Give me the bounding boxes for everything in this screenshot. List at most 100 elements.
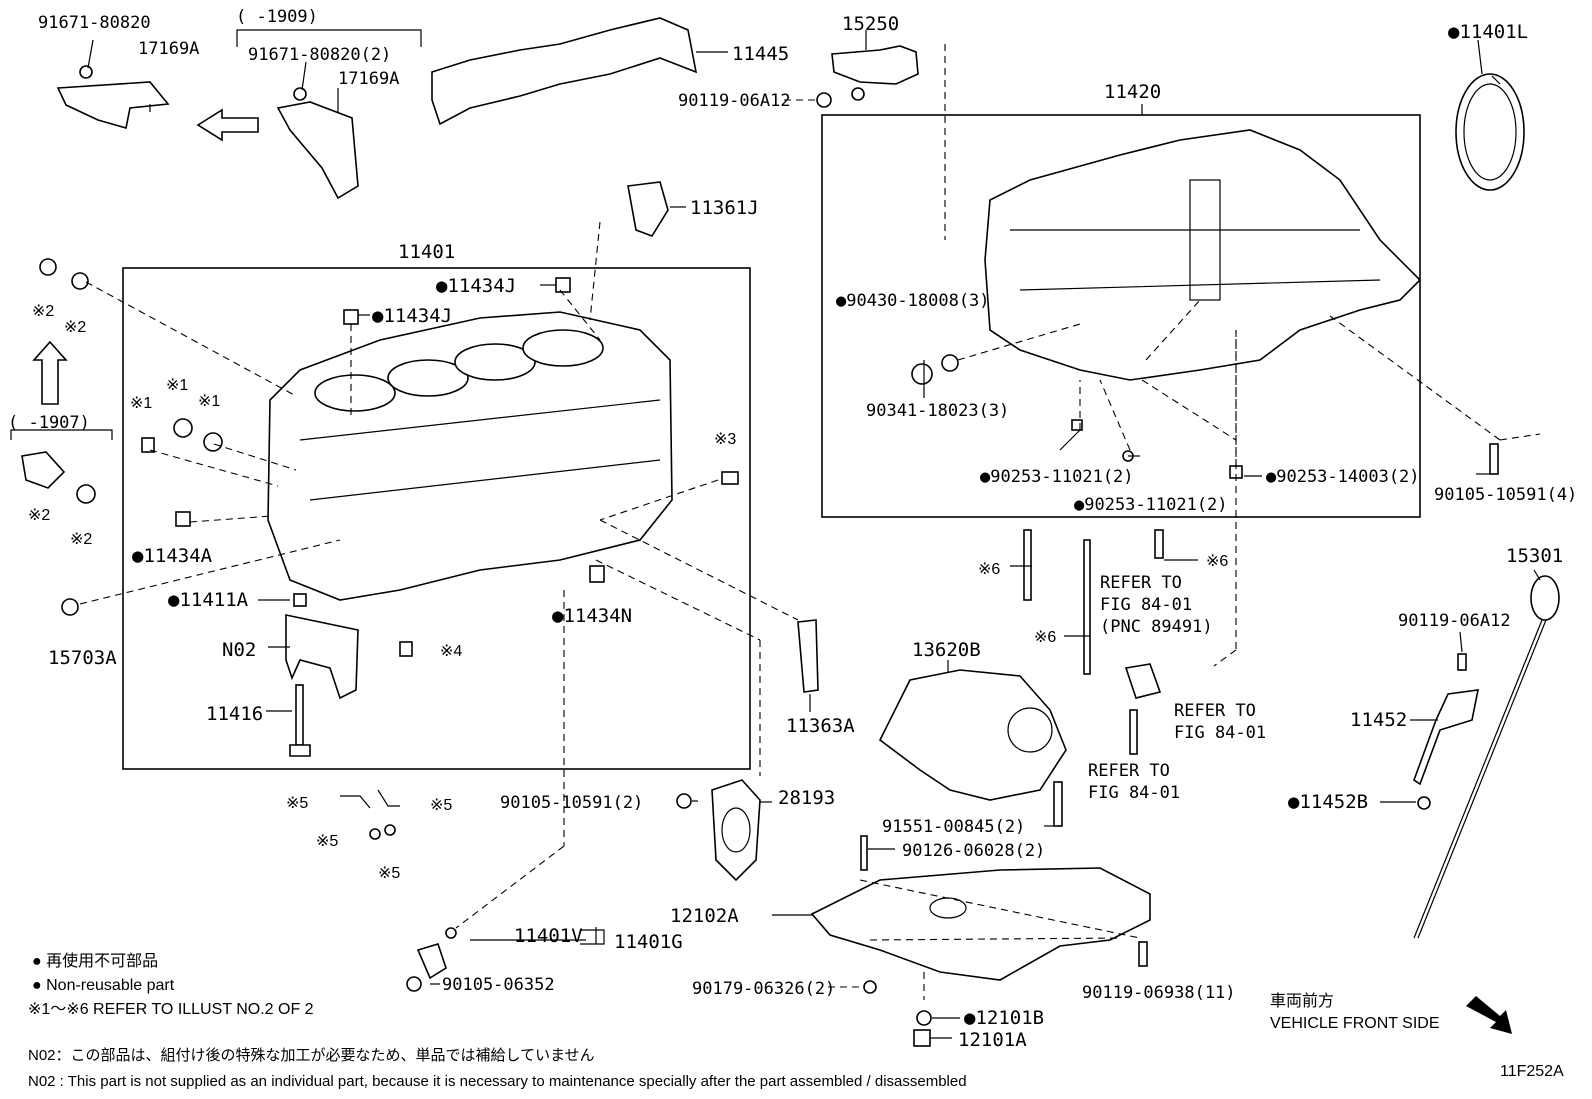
legend-nonreusable-en: ● Non-reusable part (32, 977, 175, 994)
stud-90126 (860, 835, 868, 871)
bolt-fig8401-a (1129, 709, 1138, 755)
vehicle-front-arrow (1466, 996, 1512, 1034)
label-17169A-right: 17169A (338, 69, 399, 89)
dipstick-15301 (1413, 575, 1560, 939)
label-x4: ※4 (440, 643, 462, 660)
label-90430-18008: ●90430-18008(3) (836, 291, 990, 311)
bracket-17169A-left (56, 39, 170, 130)
bearing-cap-N02 (285, 614, 359, 700)
label-12101B: ●12101B (964, 1007, 1044, 1029)
label-90119-06938: 90119-06938(11) (1082, 983, 1236, 1003)
label-13620B: 13620B (912, 639, 981, 661)
label-17169A-left: 17169A (138, 39, 199, 59)
bolt-90105-10591-4 (1489, 443, 1499, 475)
plug-15703A (61, 598, 79, 616)
refer-label-1-line1: REFER TO (1100, 573, 1182, 593)
label-91671-80820-2: 91671-80820(2) (248, 45, 391, 65)
nut-90179 (863, 980, 877, 994)
pin-90253-11021-a (1071, 419, 1083, 431)
vehicle-front-label-jp: 車両前方 (1270, 992, 1334, 1010)
label-11363A: 11363A (786, 715, 855, 737)
label-90126-06028: 90126-06028(2) (902, 841, 1045, 861)
label-15301: 15301 (1506, 545, 1563, 567)
bolt-11416 (295, 684, 304, 746)
knock-pin-x1 (141, 437, 155, 453)
label-x2-d: ※2 (70, 531, 92, 548)
label-90119-06A12-right: 90119-06A12 (1398, 611, 1511, 631)
label-11452B: ●11452B (1288, 791, 1368, 813)
plug-x1-b (173, 418, 193, 438)
label-12101A: 12101A (958, 1029, 1027, 1051)
label-x5-a: ※5 (286, 795, 308, 812)
label-11401L: ●11401L (1448, 21, 1528, 43)
label-11361J: 11361J (690, 197, 759, 219)
label-x6-a: ※6 (978, 561, 1000, 578)
gasket-11361J (627, 181, 686, 237)
balance-shaft-13620B (878, 669, 1067, 801)
label-x1-c: ※1 (198, 393, 220, 410)
label-90119-06A12-top: 90119-06A12 (678, 91, 791, 111)
label-91671-80820: 91671-80820 (38, 13, 151, 33)
label-x1-b: ※1 (166, 377, 188, 394)
label-11434J-b: ●11434J (372, 305, 452, 327)
figure-code: 11F252A (1500, 1063, 1564, 1080)
dowel-11434N (589, 565, 605, 583)
label-90253-14003: ●90253-14003(2) (1266, 467, 1420, 487)
gasket-90430 (941, 354, 959, 372)
label-x6-c: ※6 (1206, 553, 1228, 570)
gasket-28193 (711, 779, 761, 882)
bolt-91551 (1053, 781, 1063, 827)
label-28193: 28193 (778, 787, 835, 809)
label-x5-d: ※5 (378, 865, 400, 882)
label-1907: ( -1907) (8, 413, 90, 433)
cover-11401G (416, 943, 447, 980)
refer-label-3-line1: REFER TO (1088, 761, 1170, 781)
guide-11452 (1413, 653, 1480, 786)
label-11434A: ●11434A (132, 545, 213, 567)
oil-seal-11401L (1455, 39, 1525, 191)
crankcase-11420 (984, 104, 1422, 381)
label-x2-c: ※2 (28, 507, 50, 524)
label-x5-c: ※5 (316, 833, 338, 850)
footnote-n02-en: N02 : This part is not supplied as an in… (28, 1073, 967, 1090)
label-11416: 11416 (206, 703, 263, 725)
cylinder-block-11401 (267, 311, 673, 601)
label-11401G: 11401G (614, 931, 683, 953)
bolt-x6-a (1023, 529, 1032, 601)
hose-11363A (797, 619, 819, 693)
label-90105-10591-2: 90105-10591(2) (500, 793, 643, 813)
pin-11411A (293, 593, 307, 607)
leader-lines (79, 44, 1541, 1039)
label-90253-11021-b: ●90253-11021(2) (1074, 495, 1228, 515)
bracket-17169A-right (276, 61, 359, 200)
label-12102A: 12102A (670, 905, 739, 927)
ring-x2-d (76, 484, 96, 504)
bolt-x6-b (1083, 539, 1091, 675)
label-90253-11021-a: ●90253-11021(2) (980, 467, 1134, 487)
plug-90341 (911, 363, 933, 385)
sensor-x2 (21, 451, 66, 489)
ring-x1-c (203, 432, 223, 452)
bolt-90119-06938 (1138, 941, 1148, 967)
refer-label-1-line2: FIG 84-01 (1100, 595, 1192, 615)
refer-label-2-line2: FIG 84-01 (1174, 723, 1266, 743)
label-x3: ※3 (714, 431, 736, 448)
label-x2-a: ※2 (32, 303, 54, 320)
label-N02: N02 (222, 639, 256, 661)
clip-x5 (340, 789, 400, 809)
ring-x2-b (71, 272, 89, 290)
bolt-x6-c (1154, 529, 1164, 559)
label-11452: 11452 (1350, 709, 1407, 731)
pin-x3 (721, 471, 739, 485)
oil-control-valve-15250 (784, 30, 919, 108)
label-11411A: ●11411A (168, 589, 249, 611)
label-11420: 11420 (1104, 81, 1161, 103)
cylinder-block-group-frame (122, 267, 751, 770)
label-11434N: ●11434N (552, 605, 632, 627)
plug-x2-a (39, 258, 57, 276)
sensor-89491 (1124, 663, 1162, 699)
gasket-12101B (916, 1010, 932, 1026)
label-x2-b: ※2 (64, 319, 86, 336)
label-11445: 11445 (732, 43, 789, 65)
legend-refer-illust: ※1～※6 REFER TO ILLUST NO.2 OF 2 (28, 1001, 314, 1018)
